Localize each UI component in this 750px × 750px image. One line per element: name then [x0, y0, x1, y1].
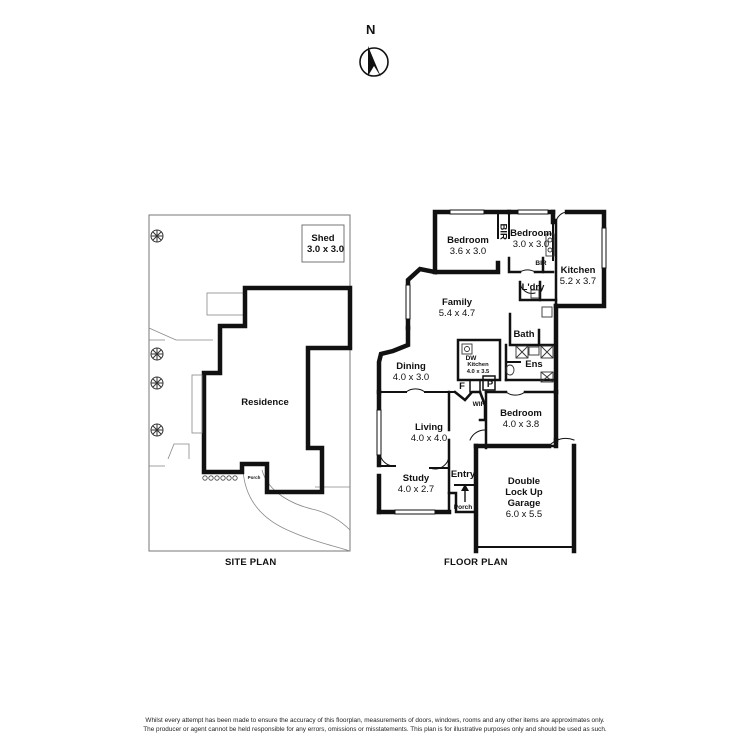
shed-label: Shed 3.0 x 3.0 — [307, 233, 344, 255]
window-marks — [376, 209, 607, 515]
site-plan-caption: SITE PLAN — [225, 557, 277, 568]
room-entry: Entry — [450, 469, 476, 480]
site-porch-tag: Porch — [247, 475, 261, 480]
fridge-label: F — [459, 381, 465, 392]
tree-icon — [150, 376, 164, 390]
site-residence-outline — [191, 285, 353, 495]
room-bedroom-2: Bedroom 3.6 x 3.0 — [447, 235, 489, 257]
tree-icon — [150, 229, 164, 243]
appliance-dw: DW — [465, 355, 477, 362]
fixtures — [461, 233, 555, 383]
disclaimer: Whilst every attempt has been made to en… — [143, 717, 607, 733]
room-laundry: L'dry — [521, 282, 545, 293]
room-dining: Dining 4.0 x 3.0 — [392, 361, 430, 383]
room-bir-2: BIR — [535, 260, 547, 267]
residence-label: Residence — [241, 397, 289, 408]
room-master-bedroom: Bedroom 4.0 x 3.8 — [500, 408, 542, 430]
site-outbuilding — [206, 292, 246, 316]
room-living: Living 4.0 x 4.0 — [410, 422, 448, 444]
room-bath: Bath — [513, 329, 535, 340]
site-paving-dots — [202, 475, 238, 481]
site-fence-lines — [148, 327, 351, 552]
entry-arrow-icon — [461, 484, 469, 502]
room-garage: Double Lock Up Garage 6.0 x 5.5 — [505, 476, 543, 520]
room-kitchen: Kitchen 4.0 x 3.5 — [466, 362, 490, 375]
room-porch: Porch — [453, 504, 473, 511]
tree-icon — [150, 347, 164, 361]
room-kitchen-ext: Kitchen 5.2 x 3.7 — [559, 265, 597, 287]
room-bedroom-3: Bedroom 3.0 x 3.0 — [510, 228, 552, 250]
floor-plan-caption: FLOOR PLAN — [444, 557, 508, 568]
room-ensuite: Ens — [525, 359, 543, 370]
compass-icon — [359, 46, 389, 77]
tree-icon — [150, 423, 164, 437]
site-shed — [301, 224, 345, 263]
room-family: Family 5.4 x 4.7 — [438, 297, 476, 319]
room-wir: WIR — [472, 401, 486, 408]
site-boundary — [148, 214, 351, 552]
pantry-label: P — [486, 379, 494, 390]
compass-north-label: N — [366, 22, 376, 37]
room-study: Study 4.0 x 2.7 — [397, 473, 435, 495]
